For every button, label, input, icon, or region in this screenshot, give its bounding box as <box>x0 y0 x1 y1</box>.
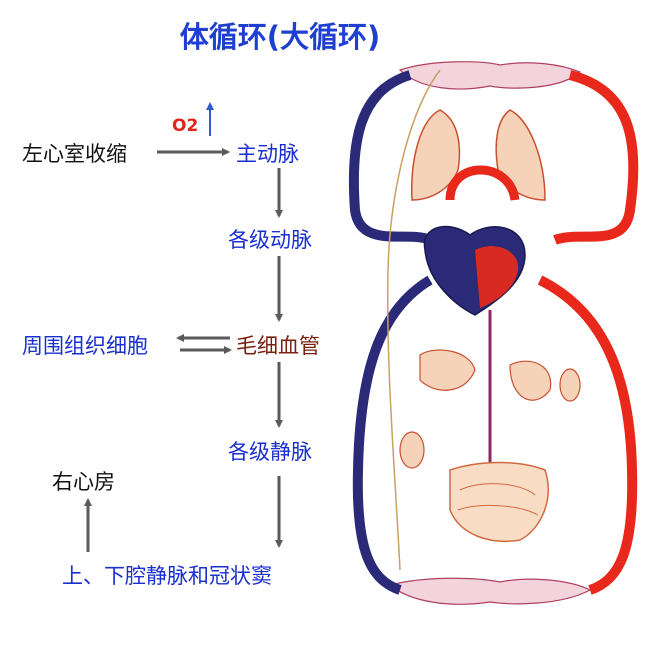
right-lung <box>495 109 546 201</box>
tissue-cells-label: 周围组织细胞 <box>22 334 148 358</box>
arteries-label: 各级动脉 <box>228 228 312 252</box>
right-atrium-label: 右心房 <box>52 470 115 494</box>
liver <box>419 349 476 391</box>
capillaries-label: 毛细血管 <box>236 334 320 358</box>
stomach <box>509 360 552 401</box>
circulation-illustration <box>348 61 639 605</box>
oxygen-label: O2 <box>172 116 199 136</box>
intestine-folds <box>457 483 539 516</box>
upper-artery <box>553 70 639 245</box>
lower-capillary-bed <box>388 577 592 605</box>
kidney-right <box>559 368 581 402</box>
intestines <box>449 461 549 542</box>
lymph-vessel <box>386 69 441 571</box>
kidney-left <box>399 431 425 469</box>
vena-cava-label: 上、下腔静脉和冠状窦 <box>62 564 272 588</box>
diagram-title: 体循环(大循环) <box>179 20 381 54</box>
lower-vein <box>352 275 433 595</box>
aorta-label: 主动脉 <box>236 142 299 166</box>
lower-artery <box>537 275 638 595</box>
upper-capillary-bed <box>398 61 582 90</box>
flow-arrows <box>84 102 283 552</box>
left-ventricle-label: 左心室收缩 <box>22 142 127 166</box>
left-lung <box>411 109 461 201</box>
veins-label: 各级静脉 <box>228 440 312 464</box>
upper-vein <box>348 70 433 245</box>
left-ventricle <box>475 246 519 308</box>
aortic-arch <box>445 165 520 201</box>
